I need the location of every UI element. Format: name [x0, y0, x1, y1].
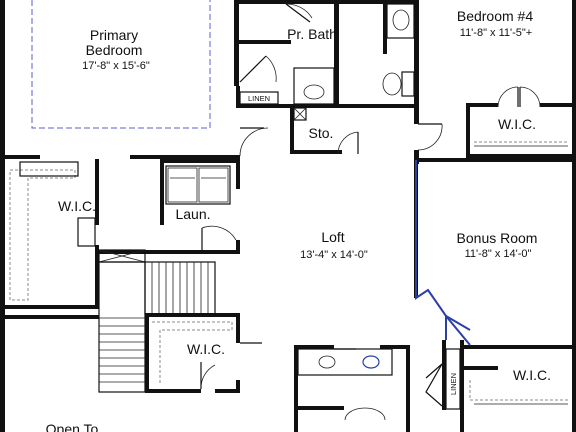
loft-dims: 13'-4" x 14'-0": [300, 249, 368, 261]
bonus-room-dims: 11'-8" x 14'-0": [465, 248, 532, 260]
bedroom4-dims: 11'-8" x 11'-5"+: [460, 27, 532, 39]
primary-bedroom-name-line2: Bedroom: [86, 42, 143, 58]
primary-bedroom-dims: 17'-8" x 15'-6": [82, 60, 150, 72]
bedroom4-name: Bedroom #4: [457, 8, 533, 24]
wic-center-name: W.I.C.: [187, 341, 225, 357]
open-to-name: Open To: [46, 421, 99, 432]
storage-name: Sto.: [309, 125, 334, 141]
loft-name: Loft: [321, 229, 344, 245]
left-wic-shelving: [9, 161, 146, 301]
linen-bath-label: LINEN: [248, 94, 270, 103]
wic-top-right-name: W.I.C.: [498, 116, 536, 132]
primary-bedroom-name-line1: Primary: [90, 27, 138, 43]
center-wic-shelving: [152, 321, 233, 385]
top-right-wic-shelf: [474, 141, 568, 147]
stairs: [98, 261, 216, 393]
primary-ceiling-outline: [31, 0, 211, 129]
laundry-name: Laun.: [175, 206, 210, 222]
linen-hall-label: LINEN: [449, 373, 458, 395]
bonus-room-name: Bonus Room: [457, 230, 538, 246]
doors: [200, 3, 541, 407]
lower-bath-fixtures: [297, 348, 393, 421]
wic-left-name: W.I.C.: [58, 198, 96, 214]
bonus-room-angled-wall: [415, 160, 471, 346]
wic-bottom-right-name: W.I.C.: [513, 367, 551, 383]
bottom-right-wic-shelving: [445, 348, 568, 410]
primary-bath-fixtures: [239, 3, 415, 121]
laundry-appliances: [165, 165, 231, 205]
pr-bath-name: Pr. Bath: [287, 26, 337, 42]
